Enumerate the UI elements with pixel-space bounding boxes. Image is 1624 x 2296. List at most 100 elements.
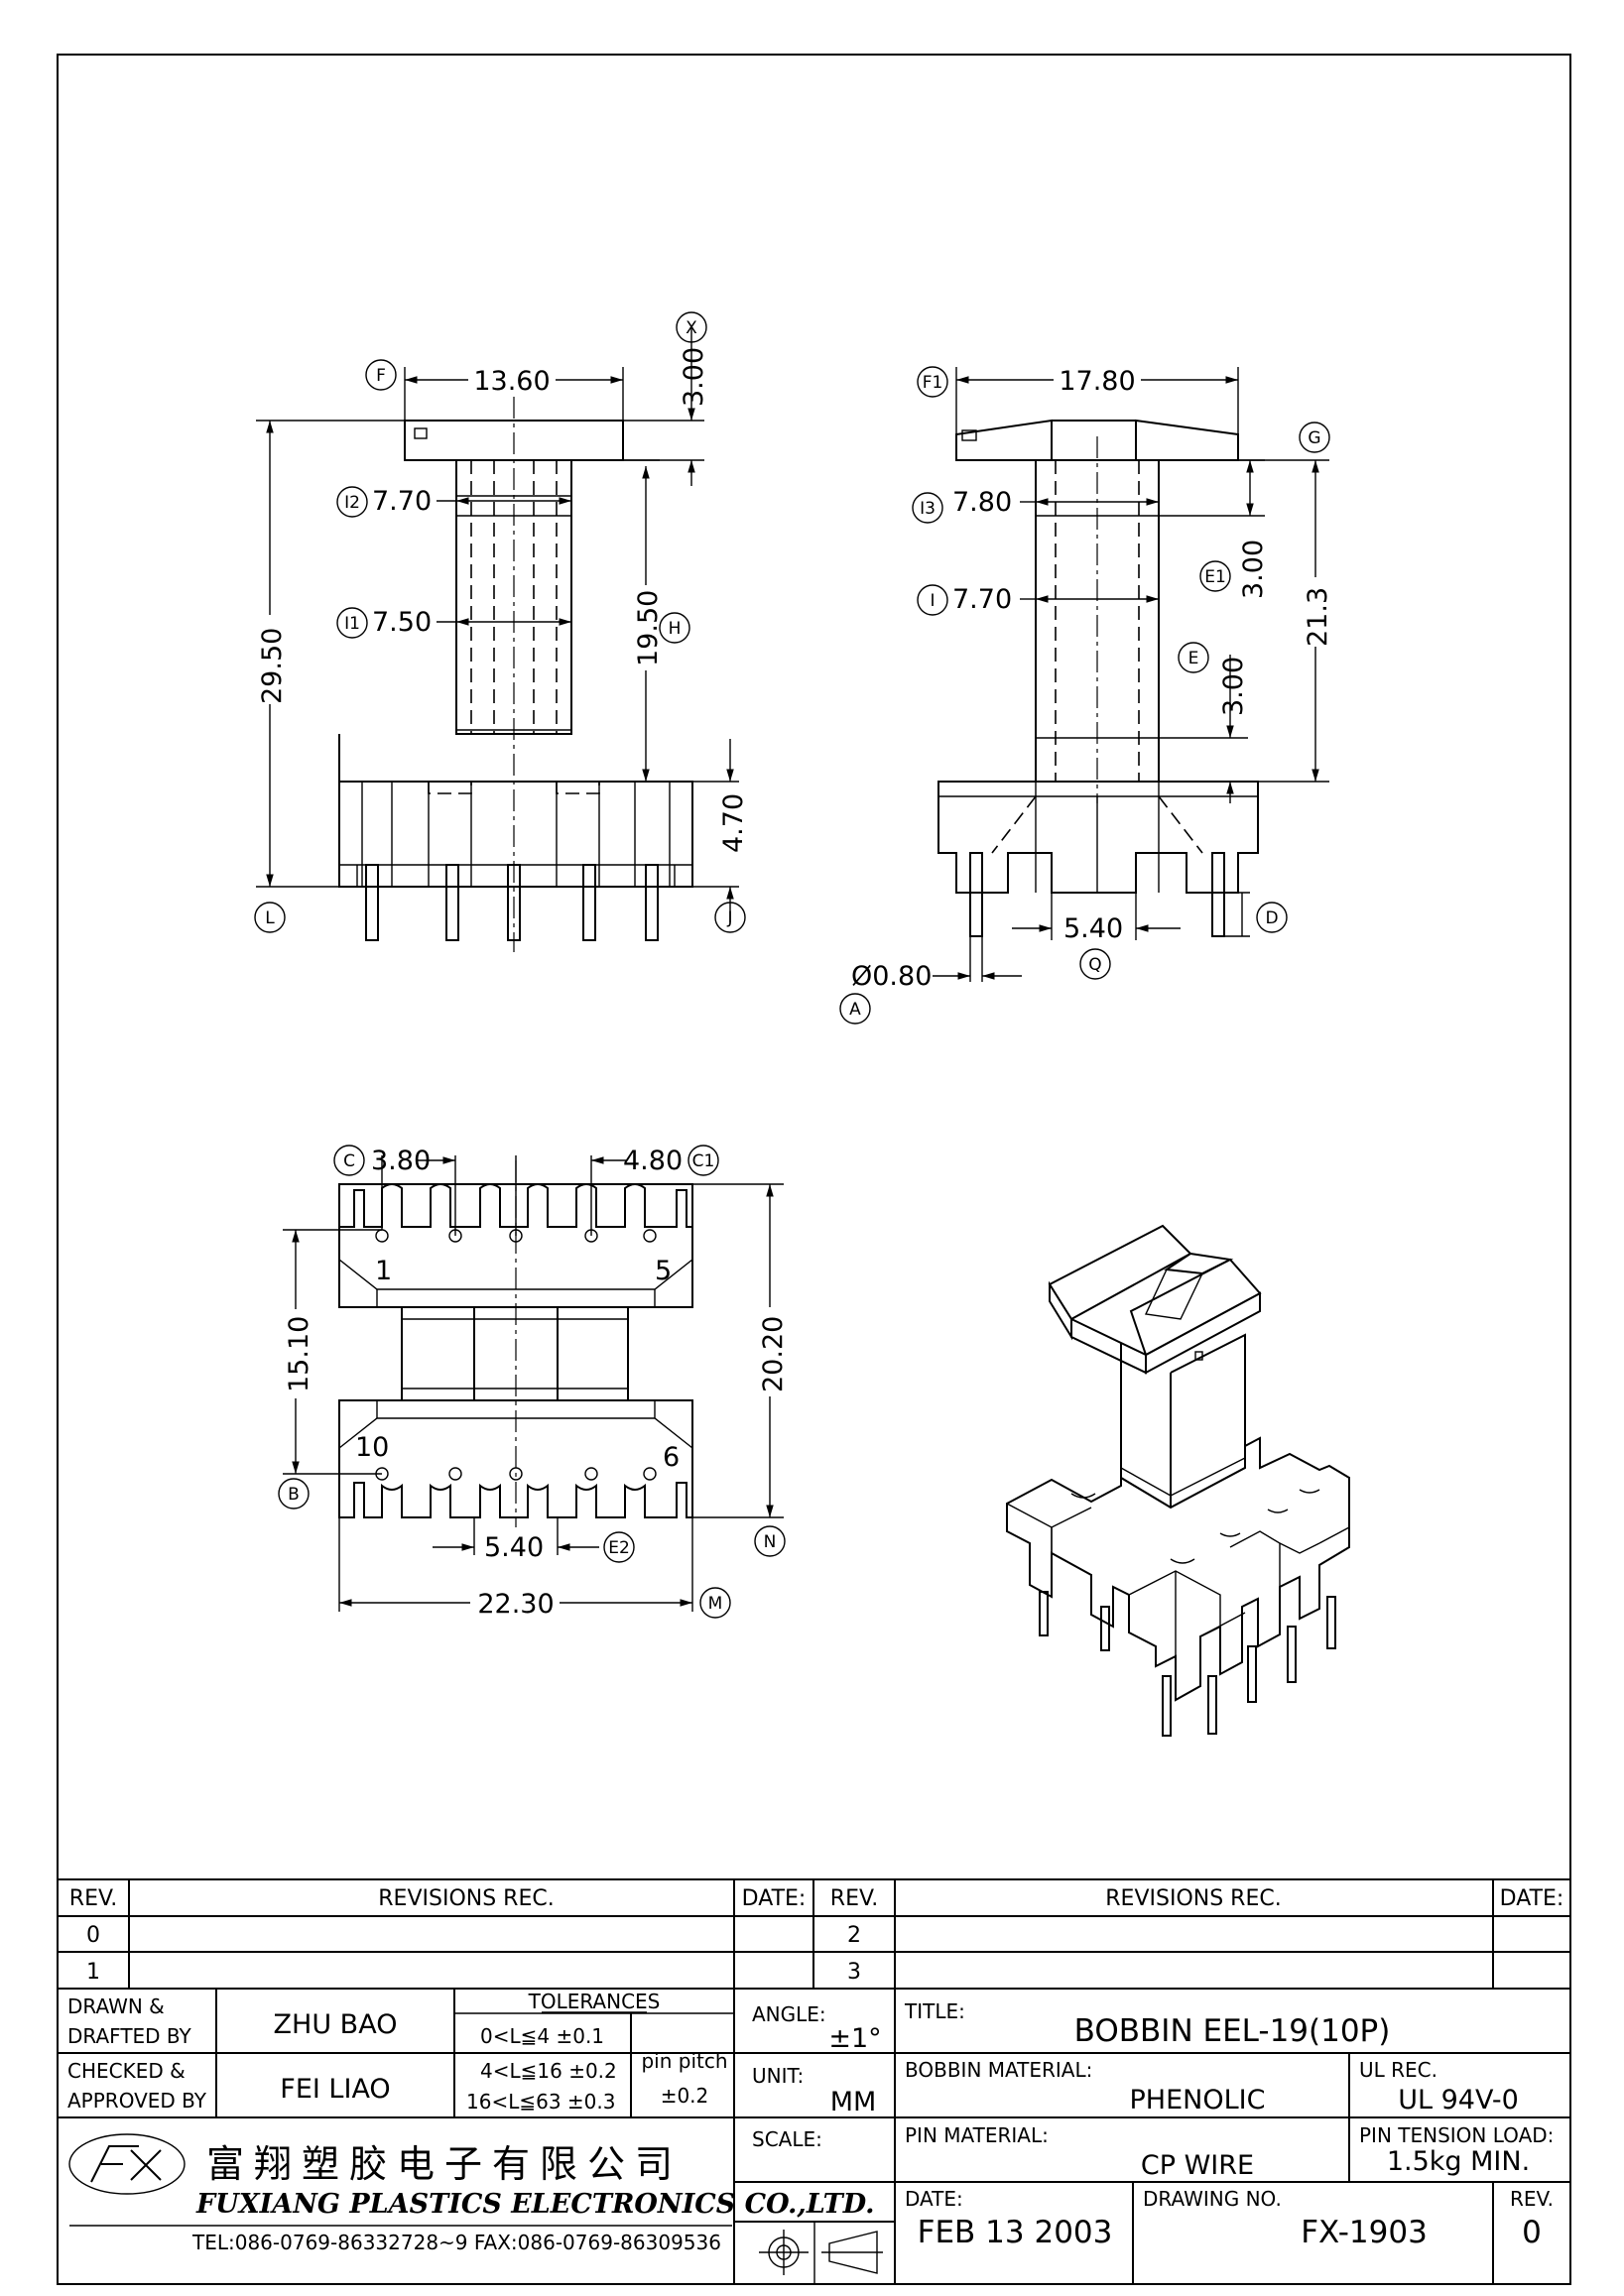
date-label: DATE: — [905, 2187, 963, 2211]
dim-side-core: 7.70 — [952, 584, 1012, 615]
dim-side-width: 17.80 — [1059, 366, 1135, 397]
dim-bottom-pitch: 5.40 — [484, 1532, 544, 1563]
rev-label: REV. — [1510, 2187, 1554, 2211]
dim-overall-height: 29.50 — [257, 628, 288, 704]
dim-row-spacing: 15.10 — [284, 1316, 314, 1392]
dim-side-e: 3.00 — [1218, 657, 1249, 716]
label-f1: F1 — [923, 373, 943, 393]
angle-label: ANGLE: — [752, 2002, 826, 2026]
drawing-number: FX-1903 — [1301, 2215, 1428, 2250]
label-q: Q — [1088, 955, 1101, 975]
label-e: E — [1188, 649, 1199, 668]
bobbin-material: PHENOLIC — [1130, 2085, 1266, 2115]
tolerance-row-3: 16<L≦63 ±0.3 — [466, 2090, 615, 2114]
label-g: G — [1308, 428, 1320, 448]
label-i2: I2 — [344, 493, 360, 513]
rev-row-0: 0 — [86, 1923, 100, 1948]
label-c: C — [343, 1151, 355, 1171]
front-view: 13.60 3.00 29.50 19.50 4.70 7.70 7.50 X … — [254, 311, 749, 952]
revisions-header-left: REVISIONS REC. — [378, 1886, 554, 1911]
isometric-view — [1006, 1224, 1350, 1737]
bottom-view: 1 5 10 6 3.80 4.80 15.10 — [278, 1145, 789, 1621]
dim-upper-neck: 7.70 — [372, 486, 432, 517]
fx-logo — [68, 2133, 186, 2195]
label-b: B — [288, 1485, 300, 1505]
dim-side-height: 21.3 — [1303, 587, 1333, 647]
tolerances-heading: TOLERANCES — [528, 1990, 661, 2013]
label-d: D — [1265, 908, 1278, 928]
company-contact: TEL:086-0769-86332728~9 FAX:086-0769-863… — [191, 2231, 721, 2254]
rev-row-3: 3 — [847, 1960, 861, 1985]
pin-6-label: 6 — [663, 1442, 680, 1473]
dim-pitch-c: 3.80 — [371, 1146, 431, 1176]
pin-tension: 1.5kg MIN. — [1387, 2146, 1530, 2177]
label-j: J — [726, 908, 732, 928]
drawn-label-2: DRAFTED BY — [67, 2024, 192, 2048]
title-block: REV. REVISIONS REC. DATE: REV. REVISIONS… — [58, 1878, 1570, 2284]
dim-pin-diameter: Ø0.80 — [851, 961, 932, 992]
drawn-by: ZHU BAO — [274, 2009, 398, 2040]
rev-header-left: REV. — [69, 1886, 117, 1911]
label-i1: I1 — [344, 614, 360, 634]
label-e2: E2 — [608, 1538, 630, 1558]
title-label: TITLE: — [904, 1999, 965, 2023]
dim-top-height: 3.00 — [679, 347, 709, 407]
projection-symbol — [759, 2230, 883, 2275]
label-n: N — [764, 1532, 777, 1552]
drawing-no-label: DRAWING NO. — [1143, 2187, 1282, 2211]
date-header-right: DATE: — [1500, 1886, 1564, 1911]
rev-header-right: REV. — [830, 1886, 878, 1911]
tolerance-row-1: 0<L≦4 ±0.1 — [480, 2024, 604, 2048]
dim-pitch-c1: 4.80 — [623, 1146, 683, 1176]
label-x: X — [686, 318, 697, 338]
dim-top-width: 13.60 — [473, 366, 550, 397]
tolerance-row-2: 4<L≦16 ±0.2 — [480, 2059, 617, 2083]
drawing-title: BOBBIN EEL-19(10P) — [1074, 2013, 1391, 2049]
pin-1-label: 1 — [375, 1256, 392, 1286]
dim-core: 7.50 — [372, 607, 432, 638]
drawn-label-1: DRAWN & — [67, 1994, 165, 2018]
unit-label: UNIT: — [752, 2064, 804, 2088]
pin-tension-label: PIN TENSION LOAD: — [1359, 2123, 1554, 2147]
label-a: A — [849, 1000, 861, 1020]
pin-5-label: 5 — [655, 1256, 672, 1286]
company-name-en: FUXIANG PLASTICS ELECTRONICS CO.,LTD. — [195, 2189, 875, 2220]
dim-pin-spacing: 5.40 — [1063, 913, 1123, 944]
label-i: I — [930, 591, 935, 611]
pin-material-label: PIN MATERIAL: — [905, 2123, 1049, 2147]
dim-base-height: 4.70 — [718, 793, 749, 853]
unit-value: MM — [830, 2087, 877, 2117]
label-f: F — [376, 366, 386, 386]
rev-row-1: 1 — [86, 1960, 100, 1985]
dim-total-width: 22.30 — [477, 1589, 554, 1620]
checked-by: FEI LIAO — [280, 2074, 390, 2105]
dim-body-depth: 20.20 — [758, 1316, 789, 1392]
pin-10-label: 10 — [355, 1432, 389, 1463]
drawing-date: FEB 13 2003 — [918, 2215, 1113, 2250]
pin-pitch-label: pin pitch — [641, 2049, 727, 2073]
label-e1: E1 — [1204, 567, 1226, 587]
pin-material: CP WIRE — [1141, 2150, 1254, 2181]
date-header-left: DATE: — [742, 1886, 807, 1911]
company-name-cn: 富翔塑胶电子有限公司 — [206, 2142, 683, 2186]
ul-label: UL REC. — [1359, 2058, 1437, 2082]
pin-pitch-tolerance: ±0.2 — [661, 2084, 709, 2108]
rev-row-2: 2 — [847, 1923, 861, 1948]
revisions-header-right: REVISIONS REC. — [1105, 1886, 1281, 1911]
ul-rating: UL 94V-0 — [1398, 2085, 1519, 2115]
drawing-rev: 0 — [1522, 2215, 1542, 2250]
label-c1: C1 — [692, 1151, 715, 1171]
label-l: L — [265, 908, 275, 928]
label-h: H — [669, 619, 682, 639]
label-i3: I3 — [920, 499, 936, 519]
dim-winding-height: 19.50 — [633, 590, 664, 666]
dim-side-neck: 7.80 — [952, 487, 1012, 518]
checked-label-2: APPROVED BY — [67, 2089, 207, 2113]
bobbin-material-label: BOBBIN MATERIAL: — [905, 2058, 1092, 2082]
scale-label: SCALE: — [752, 2127, 822, 2151]
side-view: 17.80 7.80 7.70 3.00 3.00 21.3 5.40 Ø0.8… — [839, 363, 1333, 1025]
checked-label-1: CHECKED & — [67, 2059, 186, 2083]
dim-side-e1: 3.00 — [1238, 540, 1269, 599]
angle-value: ±1° — [828, 2023, 881, 2054]
